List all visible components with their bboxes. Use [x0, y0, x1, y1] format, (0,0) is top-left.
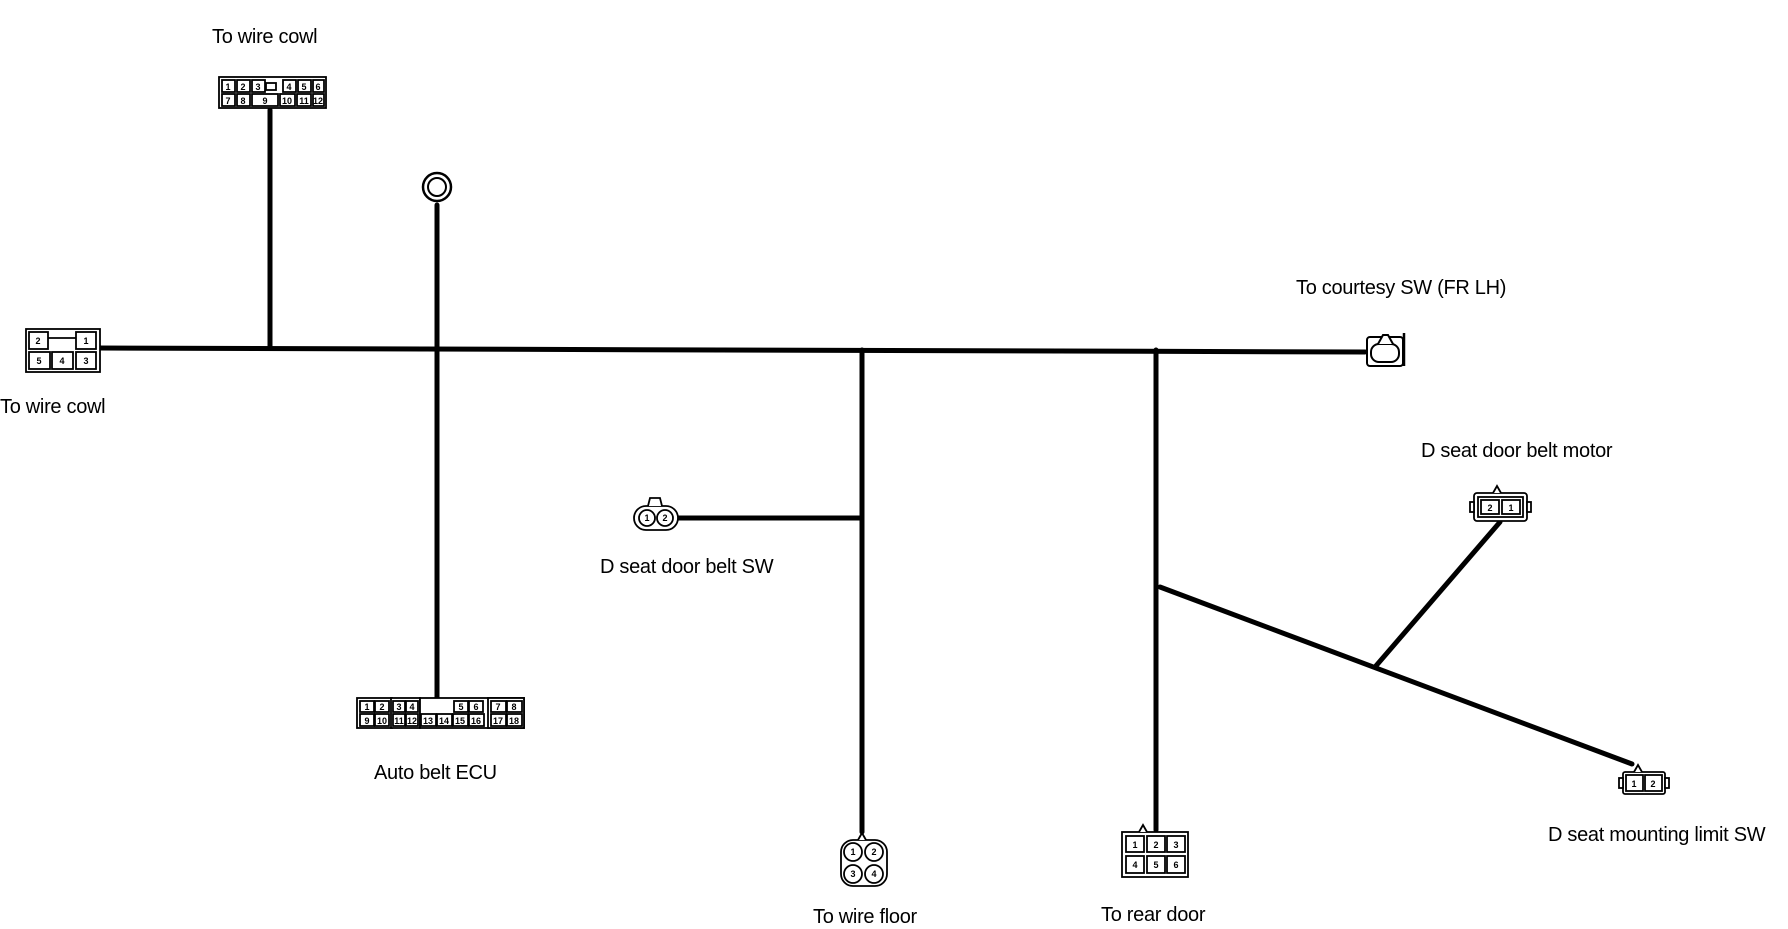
pin-label: 6 [473, 702, 478, 712]
pin-label: 13 [423, 716, 433, 726]
pin-label: 1 [644, 513, 649, 523]
pin-label: 2 [1650, 779, 1655, 789]
pin-label: 1 [1132, 840, 1137, 850]
pin-label: 10 [282, 96, 292, 106]
connector-rear-door [1121, 823, 1189, 878]
connector-rear-door-pins: 1 2 3 4 5 6 [1132, 840, 1178, 870]
pin-label: 12 [407, 716, 417, 726]
pin-label: 18 [509, 716, 519, 726]
pin-label: 1 [1631, 779, 1636, 789]
connector-tab [1469, 501, 1475, 513]
connector-cowl-top [218, 76, 327, 109]
pin-label: 4 [409, 702, 414, 712]
pin-label: 4 [871, 869, 876, 879]
connector-latch [857, 831, 867, 841]
branch-motor-wire [1372, 519, 1503, 670]
pin-label: 2 [1487, 503, 1492, 513]
pin-label: 6 [315, 82, 320, 92]
connector-latch [1138, 823, 1148, 833]
pin-label: 1 [1508, 503, 1513, 513]
pin-label: 1 [83, 336, 88, 346]
connector-latch [1492, 484, 1502, 494]
connector-tab [1664, 777, 1670, 789]
connector-courtesy-sw [1366, 333, 1406, 367]
label-belt-sw: D seat door belt SW [600, 556, 774, 578]
connector-cowl-left [25, 328, 101, 373]
harness-wires [95, 107, 1635, 835]
connector-latch [1633, 763, 1643, 773]
pin-label: 2 [35, 336, 40, 346]
connector-cowl-top-pins: 1 2 3 4 5 6 7 8 9 10 11 12 [225, 82, 323, 106]
pin-label: 9 [262, 96, 267, 106]
label-auto-belt-ecu: Auto belt ECU [374, 762, 497, 784]
eyelet-inner [427, 177, 447, 197]
label-courtesy-sw: To courtesy SW (FR LH) [1296, 277, 1507, 299]
pin-label: 8 [240, 96, 245, 106]
pin-label: 3 [1173, 840, 1178, 850]
pin-label: 5 [301, 82, 306, 92]
label-to-wire-cowl-left: To wire cowl [0, 396, 106, 418]
connector-belt-motor [1469, 484, 1532, 522]
pin-label: 16 [471, 716, 481, 726]
pin-label: 1 [364, 702, 369, 712]
label-mounting-limit-sw: D seat mounting limit SW [1548, 824, 1766, 846]
branch-diagonal-wire [1157, 584, 1635, 767]
pin-label: 14 [439, 716, 449, 726]
pin-label: 2 [871, 847, 876, 857]
pin-label: 1 [225, 82, 230, 92]
pin-label: 11 [299, 96, 309, 106]
connector-tab [1618, 777, 1624, 789]
connector-auto-belt-ecu-pins: 1 2 3 4 5 6 7 8 9 10 11 12 13 14 15 16 1… [364, 702, 519, 726]
label-to-wire-cowl-top: To wire cowl [212, 26, 318, 48]
pin-label: 4 [59, 356, 64, 366]
connector-limit-sw-pins: 1 2 [1631, 779, 1655, 789]
pin-label: 11 [394, 716, 404, 726]
connector-belt-sw [633, 497, 679, 531]
label-to-rear-door: To rear door [1101, 904, 1206, 926]
pin-label: 2 [379, 702, 384, 712]
connector-wire-floor [840, 831, 888, 887]
pin-label: 2 [240, 82, 245, 92]
connector-wire-floor-pins: 1 2 3 4 [850, 847, 876, 879]
pin-label: 4 [286, 82, 291, 92]
pin-label: 2 [1153, 840, 1158, 850]
pin-label: 5 [36, 356, 41, 366]
pin-label: 2 [662, 513, 667, 523]
pin-label: 6 [1173, 860, 1178, 870]
pin-label: 7 [225, 96, 230, 106]
pin-label: 7 [495, 702, 500, 712]
connector-latch [1377, 334, 1394, 345]
main-trunk-wire [95, 345, 1368, 355]
label-belt-motor: D seat door belt motor [1421, 440, 1613, 462]
pin-label: 1 [850, 847, 855, 857]
pin-label: 9 [364, 716, 369, 726]
pin-label: 8 [511, 702, 516, 712]
pin-label: 5 [458, 702, 463, 712]
pin-label: 10 [377, 716, 387, 726]
pin-label: 12 [313, 96, 323, 106]
pin-label: 3 [83, 356, 88, 366]
pin-label: 4 [1132, 860, 1137, 870]
connector-limit-sw [1618, 763, 1670, 795]
pin-label: 3 [850, 869, 855, 879]
pin-label: 15 [455, 716, 465, 726]
connector-latch [265, 82, 277, 91]
pin-label: 5 [1153, 860, 1158, 870]
connector-latch [647, 497, 663, 507]
connector-auto-belt-ecu [356, 697, 525, 729]
pin-label: 3 [255, 82, 260, 92]
label-to-wire-floor: To wire floor [813, 906, 917, 928]
connector-tab [1526, 501, 1532, 513]
ground-eyelet [421, 171, 453, 203]
pin-label: 17 [493, 716, 503, 726]
pin-label: 3 [396, 702, 401, 712]
connector-belt-motor-pins: 2 1 [1487, 503, 1513, 513]
connector-cowl-left-pins: 2 1 5 4 3 [35, 336, 88, 366]
connector-belt-sw-pins: 1 2 [644, 513, 667, 523]
